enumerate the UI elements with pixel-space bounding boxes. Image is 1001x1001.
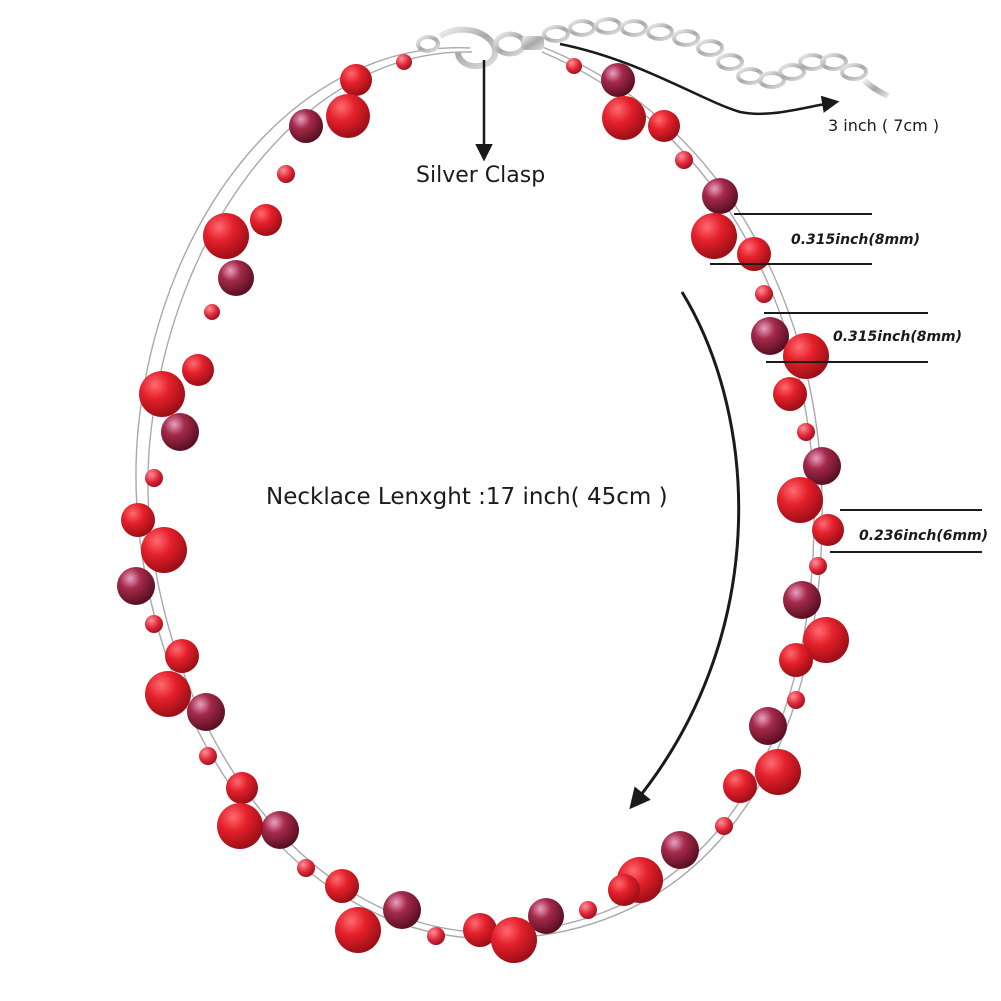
small-crystal-beads xyxy=(145,54,827,945)
bead-size-label-3: 0.236inch(6mm) xyxy=(859,528,989,544)
faceted-crystal-beads xyxy=(117,63,841,934)
bead-size-label-1: 0.315inch(8mm) xyxy=(791,232,921,248)
red-howlite-beads xyxy=(121,64,849,963)
extender-chain xyxy=(542,17,890,99)
clasp-label: Silver Clasp xyxy=(416,163,546,188)
bead-size-guides xyxy=(710,213,982,553)
annotation-arrows xyxy=(475,42,840,810)
bead-size-label-2: 0.315inch(8mm) xyxy=(833,329,963,345)
necklace-length-label: Necklace Lenxght :17 inch( 45cm ) xyxy=(266,484,668,510)
silver-clasp xyxy=(416,26,544,70)
extender-length-label: 3 inch ( 7cm ) xyxy=(828,116,940,135)
